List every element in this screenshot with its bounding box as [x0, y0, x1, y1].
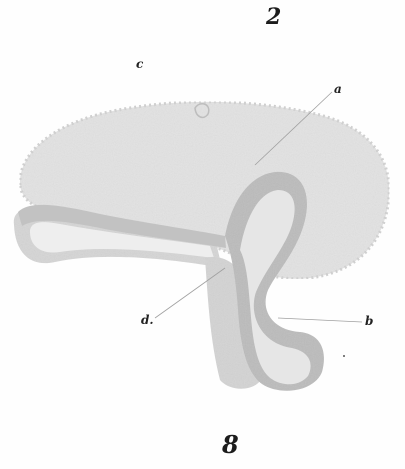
- plate-number-top: 2: [266, 4, 281, 30]
- ink-speck: [343, 355, 345, 357]
- label-a: a: [334, 82, 342, 96]
- leader-line-b: [278, 318, 362, 322]
- plate-number-bottom: 8: [222, 430, 239, 459]
- label-c: c: [136, 57, 143, 71]
- label-d: d.: [141, 313, 154, 327]
- label-b: b: [365, 314, 373, 328]
